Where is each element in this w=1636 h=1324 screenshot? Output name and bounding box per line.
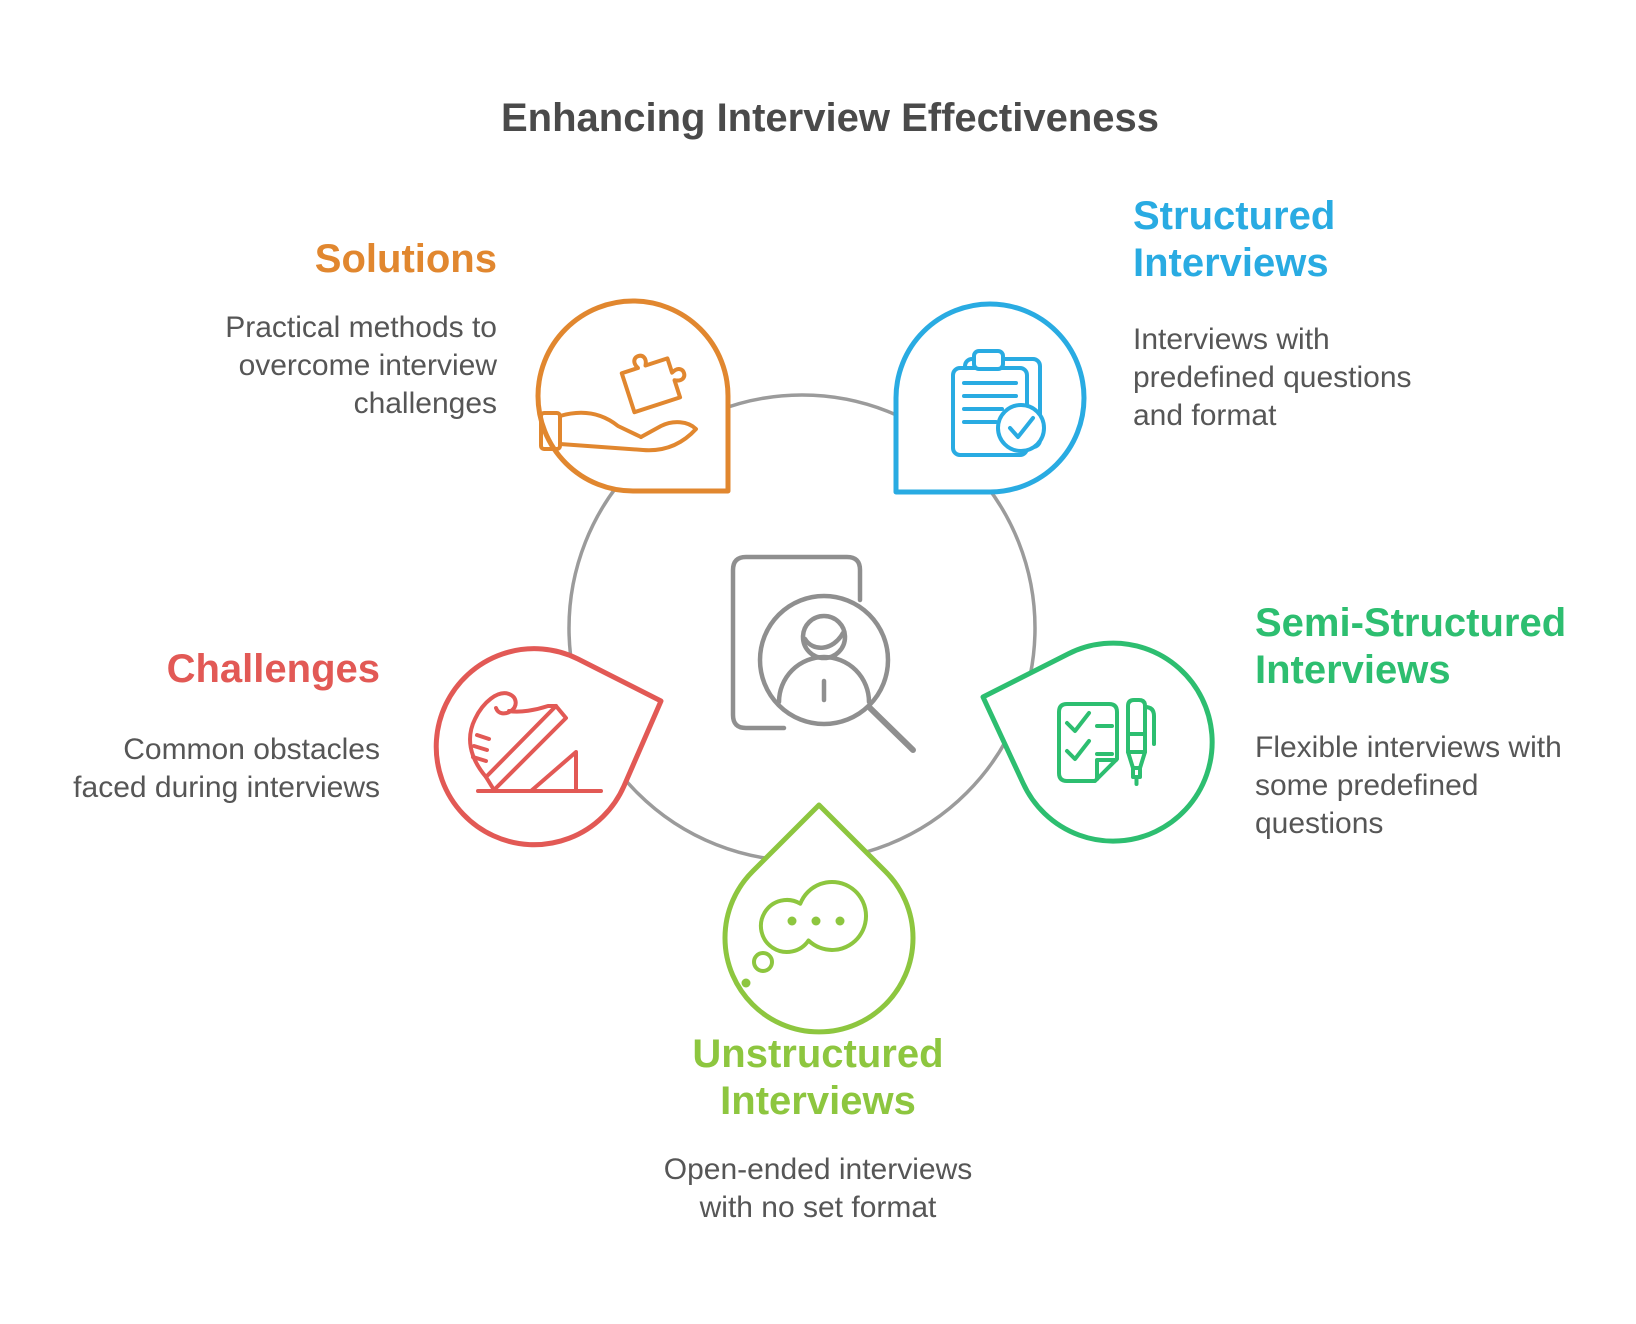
magnifier-handle xyxy=(867,705,916,753)
challenges-heading: Challenges xyxy=(166,647,380,691)
hand-holding-puzzle-icon xyxy=(539,353,698,453)
person-hair xyxy=(802,630,846,650)
unstructured-description-line: Open-ended interviews xyxy=(663,1153,973,1186)
challenges-description-line: Common obstacles xyxy=(123,733,380,766)
semi-structured-description-line: some predefined xyxy=(1255,769,1479,802)
clipboard-check-icon xyxy=(951,349,1046,457)
document-outline xyxy=(730,554,863,731)
challenges-description-line: faced during interviews xyxy=(73,771,380,804)
structured-description-line: Interviews with xyxy=(1133,323,1330,356)
solutions-description-line: Practical methods to xyxy=(225,311,497,344)
semi-structured-description: Flexible interviews with some predefined… xyxy=(1255,729,1562,843)
thought-bubble-icon xyxy=(741,880,868,988)
structured-description: Interviews with predefined questions and… xyxy=(1133,321,1412,435)
solutions-description-line: overcome interview xyxy=(238,349,497,382)
page-title: Enhancing Interview Effectiveness xyxy=(501,96,1159,140)
semi-structured-description-line: Flexible interviews with xyxy=(1255,731,1562,764)
solutions-heading: Solutions xyxy=(314,237,497,281)
solutions-description: Practical methods to overcome interview … xyxy=(225,309,497,423)
challenges-node xyxy=(433,646,664,848)
structured-description-line: predefined questions xyxy=(1133,361,1412,394)
unstructured-description: Open-ended interviews with no set format xyxy=(568,1151,1068,1227)
checklist-and-pen-icon xyxy=(1057,698,1156,786)
challenges-description: Common obstacles faced during interviews xyxy=(73,731,380,807)
semi-structured-description-line: questions xyxy=(1255,807,1384,840)
unstructured-description-line: with no set format xyxy=(699,1191,937,1224)
structured-heading: Structured Interviews xyxy=(1133,194,1336,285)
structured-description-line: and format xyxy=(1133,399,1277,432)
solutions-node xyxy=(535,298,731,494)
structured-node xyxy=(893,301,1087,495)
tripping-shoe-icon xyxy=(468,691,603,793)
person-profile-magnifier-icon xyxy=(730,554,916,753)
person-shoulders xyxy=(776,654,872,705)
solutions-teardrop-shape xyxy=(535,298,731,494)
unstructured-heading: Unstructured Interviews xyxy=(692,1032,944,1123)
semi-structured-heading: Semi-Structured Interviews xyxy=(1255,601,1567,692)
semi-structured-node xyxy=(980,640,1215,844)
solutions-description-line: challenges xyxy=(353,387,497,420)
unstructured-node xyxy=(722,802,916,1035)
